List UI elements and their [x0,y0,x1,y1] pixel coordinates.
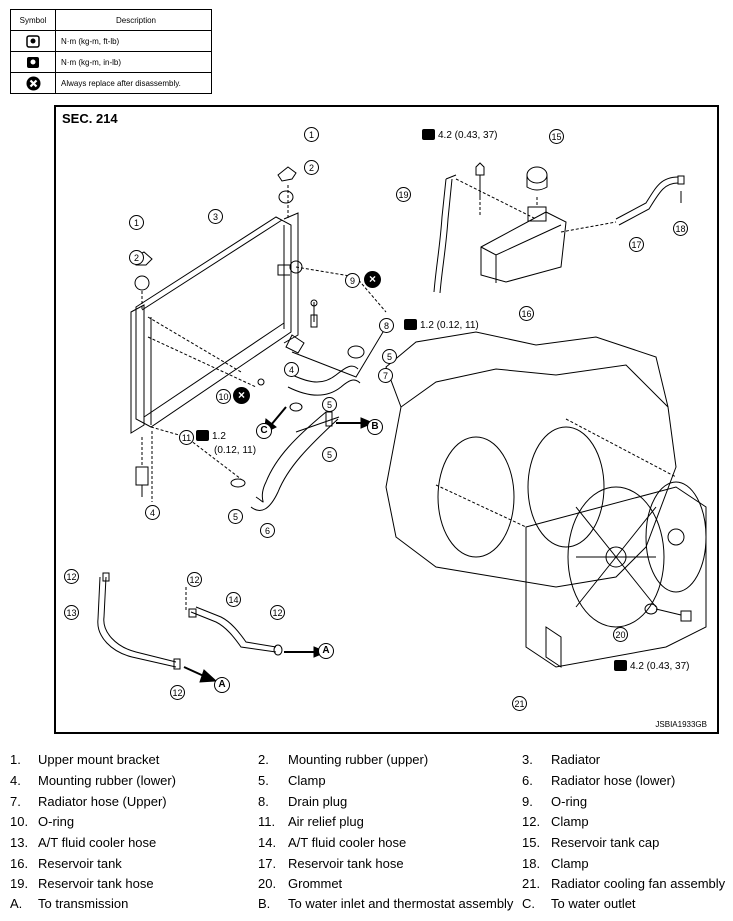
parts-row: 13.A/T fluid cooler hose 14.A/T fluid co… [10,835,660,850]
callout-4-hose: 4 [284,362,299,377]
letter-c: C [256,423,272,439]
callout-5-mid: 5 [322,397,337,412]
callout-18: 18 [673,221,688,236]
parts-row: 19.Reservoir tank hose 20.Grommet 21.Rad… [10,876,726,891]
diagram-artwork [97,162,707,683]
torque-spec-drain-plug: 1.2 (0.12, 11) [404,319,479,331]
part-name: Mounting rubber (lower) [38,773,177,788]
part-name: Radiator [551,752,601,767]
callout-12-mid: 12 [187,572,202,587]
part-name: Clamp [288,773,326,788]
torque-spec-air-relief-value: (0.12, 11) [214,445,257,456]
part-name: Mounting rubber (upper) [288,752,429,767]
part-name: Reservoir tank cap [551,835,660,850]
always-replace-icon [26,76,40,90]
figure-id: JSBIA1933GB [655,720,707,729]
part-name: Reservoir tank hose [38,876,154,891]
parts-row: 7.Radiator hose (Upper) 8.Drain plug 9.O… [10,794,588,809]
legend-header-symbol: Symbol [10,9,56,31]
callout-9: 9 [345,273,360,288]
torque-spec-air-relief: 1.2 [196,430,226,442]
torque-in-lb-icon [422,129,435,140]
always-replace-icon-10: × [233,387,250,404]
callout-12-bottom: 12 [170,685,185,700]
section-label: SEC. 214 [62,111,118,126]
letter-a-bottom: A [214,677,230,693]
radiator-drawing [130,212,305,434]
letter-a-right: A [318,643,334,659]
torque-ft-lb-icon [26,35,40,48]
part-name: Clamp [551,856,589,871]
part-name: Air relief plug [288,814,364,829]
callout-5-right: 5 [322,447,337,462]
legend-desc-ft-lb: N·m (kg-m, ft-lb) [55,30,212,52]
torque-in-lb-icon [196,430,209,441]
part-name: Radiator hose (lower) [551,773,676,788]
callout-5-upper: 5 [382,349,397,364]
torque-in-lb-icon [27,57,39,68]
callout-1-upper: 1 [304,127,319,142]
part-name: A/T fluid cooler hose [288,835,407,850]
part-name: Reservoir tank hose [288,856,404,871]
torque-in-lb-icon [404,319,417,330]
callout-14: 14 [226,592,241,607]
callout-20: 20 [613,627,628,642]
fan-shroud-drawing [385,331,707,668]
callout-8: 8 [379,318,394,333]
callout-2-upper: 2 [304,160,319,175]
legend-desc-in-lb: N·m (kg-m, in-lb) [55,51,212,73]
parts-row: A.To transmission B.To water inlet and t… [10,896,636,911]
callout-2-left: 2 [129,250,144,265]
callout-4-lower: 4 [145,505,160,520]
part-name: To water inlet and thermostat assembly [288,896,514,911]
callout-3: 3 [208,209,223,224]
part-name: To water outlet [551,896,636,911]
torque-spec-reservoir: 4.2 (0.43, 37) [422,129,497,141]
part-name: O-ring [551,794,588,809]
part-name: Upper mount bracket [38,752,160,767]
parts-row: 16.Reservoir tank 17.Reservoir tank hose… [10,856,589,871]
callout-12-left: 12 [64,569,79,584]
symbol-legend-table: Symbol Description N·m (kg-m, ft-lb) N·m… [10,9,212,94]
callout-21: 21 [512,696,527,711]
letter-b: B [367,419,383,435]
torque-in-lb-icon [614,660,627,671]
callout-12-right: 12 [270,605,285,620]
part-name: Clamp [551,814,589,829]
callout-10: 10 [216,389,231,404]
legend-header-description: Description [55,9,212,31]
always-replace-icon-9: × [364,271,381,288]
callout-19: 19 [396,187,411,202]
part-name: Radiator hose (Upper) [38,794,167,809]
part-name: A/T fluid cooler hose [38,835,157,850]
callout-17: 17 [629,237,644,252]
callout-6: 6 [260,523,275,538]
part-name: Drain plug [288,794,348,809]
callout-15: 15 [549,129,564,144]
part-name: Grommet [288,876,343,891]
part-name: Reservoir tank [38,856,122,871]
parts-row: 10.O-ring 11.Air relief plug 12.Clamp [10,814,589,829]
legend-desc-replace: Always replace after disassembly. [55,72,212,94]
callout-11: 11 [179,430,194,445]
callout-7: 7 [378,368,393,383]
parts-row: 4.Mounting rubber (lower) 5.Clamp 6.Radi… [10,773,676,788]
callout-5-lower: 5 [228,509,243,524]
part-name: O-ring [38,814,75,829]
callout-13: 13 [64,605,79,620]
callout-1-left: 1 [129,215,144,230]
exploded-diagram: SEC. 214 1 2 3 1 2 4 5 6 7 8 9 10 11 12 … [54,105,719,734]
part-name: Radiator cooling fan assembly [551,876,726,891]
callout-16: 16 [519,306,534,321]
torque-spec-fan-bolt: 4.2 (0.43, 37) [614,660,689,672]
parts-row: 1.Upper mount bracket 2.Mounting rubber … [10,752,601,767]
part-name: To transmission [38,896,129,911]
